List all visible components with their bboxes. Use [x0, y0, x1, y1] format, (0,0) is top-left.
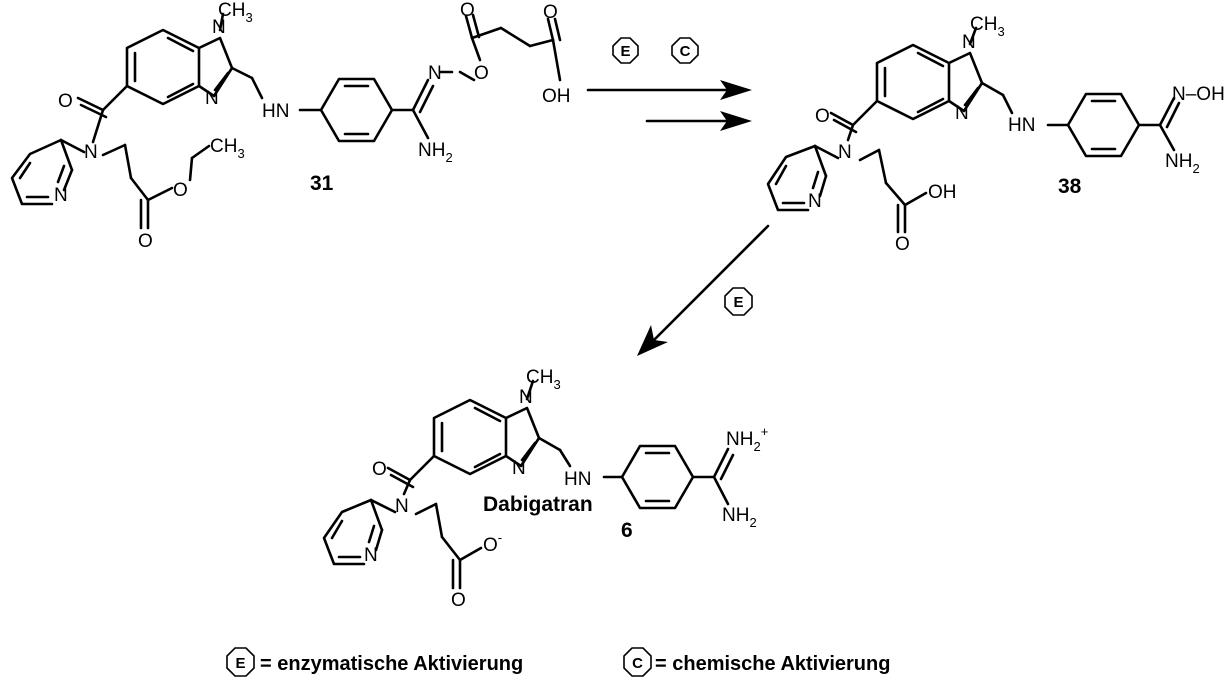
c38-atom-pyridine-n: N [808, 191, 822, 212]
top-reaction-arrows: E C [586, 37, 752, 131]
c6-compound-number: 6 [621, 519, 633, 542]
legend: E = enzymatische Aktivierung C = chemisc… [226, 647, 890, 677]
c31-atom-carbonyl-o: O [58, 91, 73, 112]
c6-atom-pyridine-n: N [364, 545, 378, 566]
legend-c-text: = chemische Aktivierung [655, 653, 890, 675]
c31-atom-nh2: NH2 [418, 140, 453, 165]
c6-phenyl-ring [620, 444, 695, 510]
arrow-diagonal-head [637, 325, 668, 356]
compound-6-dabigatran: N CH3 N O N N HN NH2+ NH2 O- O Dabigatra… [322, 367, 768, 611]
c31-atom-oxime-n: N [428, 63, 442, 84]
c38-atom-oxime: N–OH [1172, 84, 1225, 105]
c31-atom-pyridine-n: N [54, 185, 68, 206]
c6-pyridine-ring [322, 498, 373, 566]
c38-atom-acid-oh: OH [928, 182, 957, 203]
c6-atom-carboxylate-o: O- [483, 530, 502, 556]
c31-atom-ethyl-ch3: CH3 [210, 136, 245, 161]
c6-atom-amide-n: N [395, 496, 409, 517]
c6-atom-carboxylate-o2: O [451, 590, 466, 611]
c38-atom-hn: HN [1008, 115, 1035, 136]
c31-atom-amide-n: N [84, 142, 98, 163]
c38-atom-acid-o: O [895, 234, 910, 255]
c6-atom-n-methyl: N [519, 387, 533, 408]
c31-atom-acyl-o: O [460, 0, 475, 21]
c31-compound-number: 31 [310, 172, 334, 195]
c31-phenyl-ring [319, 77, 394, 143]
c38-atom-n-methyl: N [962, 32, 976, 53]
c31-atom-n-methyl: N [212, 17, 226, 38]
arrow-diagonal [652, 224, 770, 342]
c31-atom-ch3: CH3 [218, 0, 253, 25]
svg-text:E: E [235, 655, 245, 672]
c6-atom-nh2-plus: NH2+ [726, 424, 768, 454]
svg-text:E: E [620, 43, 630, 60]
down-badge-e: E [724, 287, 753, 316]
c38-atom-ch3: CH3 [970, 14, 1005, 39]
c6-atom-ch3: CH3 [526, 367, 561, 392]
c6-atom-nh2: NH2 [722, 505, 757, 530]
c38-phenyl-ring [1066, 92, 1141, 158]
c6-benzo-ring [432, 398, 508, 476]
c31-benzo-ring [125, 28, 201, 106]
c38-atom-carbonyl-o: O [815, 106, 830, 127]
c6-atom-hn: HN [564, 469, 591, 490]
c38-compound-number: 38 [1058, 175, 1082, 198]
c6-atom-n-imine: N [512, 458, 526, 479]
c6-compound-name: Dabigatran [483, 493, 593, 516]
c31-atom-acid-oh: OH [542, 86, 571, 107]
arrow-top-1-head [720, 80, 752, 100]
c31-atom-acid-o: O [543, 2, 558, 23]
c31-atom-ester-o: O [173, 180, 188, 201]
top-badge-c: C [671, 37, 699, 64]
c6-atom-carbonyl-o: O [372, 459, 387, 480]
c38-pyridine-ring [766, 144, 817, 212]
svg-text:E: E [733, 294, 743, 311]
c38-atom-nh2: NH2 [1165, 151, 1200, 176]
c38-atom-amide-n: N [838, 142, 852, 163]
arrow-top-2-head [720, 111, 752, 131]
legend-c-badge: C [623, 647, 652, 677]
c31-atom-n-imine: N [205, 88, 219, 109]
c31-atom-oxime-o: O [474, 63, 489, 84]
c38-benzo-ring [875, 43, 951, 121]
legend-e-badge: E [226, 647, 255, 677]
svg-text:C: C [680, 43, 691, 60]
svg-text:C: C [632, 655, 643, 672]
compound-38: N CH3 N O N N HN N–OH NH2 OH O 38 [766, 14, 1225, 255]
c31-atom-ester-carbonyl-o: O [138, 231, 153, 252]
legend-e-text: = enzymatische Aktivierung [260, 653, 523, 675]
top-badge-e: E [612, 37, 639, 64]
c31-atom-hn: HN [262, 101, 289, 122]
diagonal-reaction-arrow: E [637, 224, 770, 356]
c31-pyridine-ring [10, 138, 63, 206]
c38-atom-n-imine: N [955, 103, 969, 124]
compound-31: N CH3 N O N N HN N O O O OH NH2 CH3 O O … [10, 0, 571, 252]
